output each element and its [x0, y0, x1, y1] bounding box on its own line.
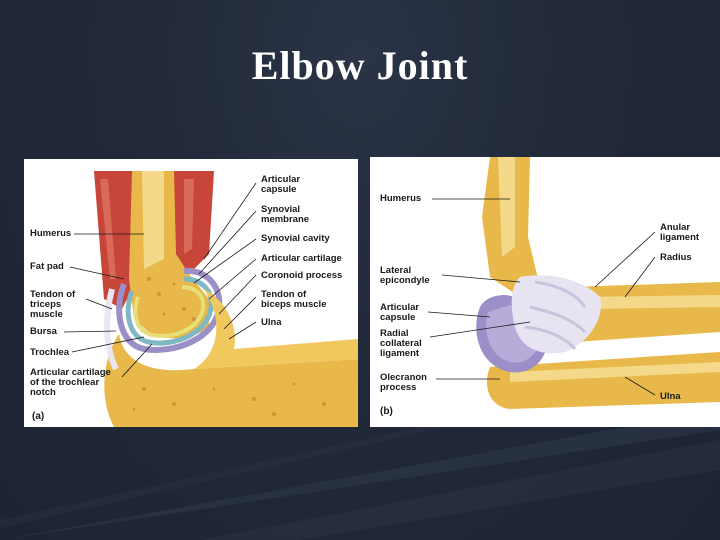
- label-anular-ligament: Anular ligament: [660, 223, 699, 243]
- label-ulna: Ulna: [660, 392, 681, 402]
- label-humerus: Humerus: [30, 229, 71, 239]
- label-tendon-triceps: Tendon of triceps muscle: [30, 290, 75, 320]
- label-radial-collateral-ligament: Radial collateral ligament: [380, 329, 422, 359]
- label-bursa: Bursa: [30, 327, 57, 337]
- label-articular-capsule: Articular capsule: [380, 303, 419, 323]
- label-lateral-epicondyle: Lateral epicondyle: [380, 266, 430, 286]
- label-trochlea: Trochlea: [30, 348, 69, 358]
- elbow-lateral-diagram: Humerus Anular ligament Radius Lateral e…: [370, 157, 720, 427]
- label-humerus: Humerus: [380, 194, 421, 204]
- label-synovial-membrane: Synovial membrane: [261, 205, 309, 225]
- label-articular-cartilage: Articular cartilage: [261, 254, 342, 264]
- label-coronoid-process: Coronoid process: [261, 271, 342, 281]
- label-tendon-biceps: Tendon of biceps muscle: [261, 290, 326, 310]
- slide-title: Elbow Joint: [0, 42, 720, 89]
- label-fat-pad: Fat pad: [30, 262, 64, 272]
- label-radius: Radius: [660, 253, 692, 263]
- panel-a-label: (a): [32, 412, 44, 422]
- panel-b-label: (b): [380, 407, 393, 417]
- elbow-section-diagram: Articular capsule Synovial membrane Syno…: [24, 159, 358, 427]
- label-olecranon-process: Olecranon process: [380, 373, 427, 393]
- label-synovial-cavity: Synovial cavity: [261, 234, 330, 244]
- label-ulna: Ulna: [261, 318, 282, 328]
- label-articular-cartilage-trochlear: Articular cartilage of the trochlear not…: [30, 368, 111, 398]
- label-articular-capsule: Articular capsule: [261, 175, 300, 195]
